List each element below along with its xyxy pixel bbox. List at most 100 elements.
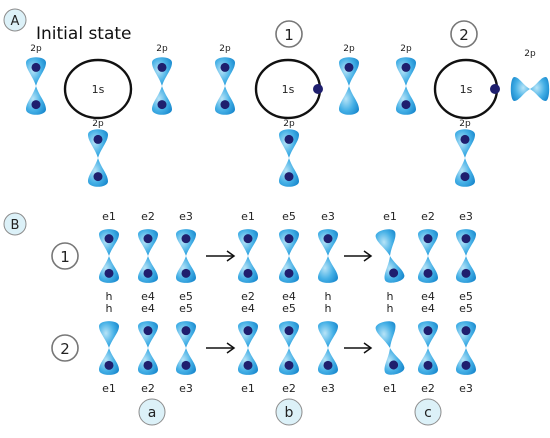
electron-dot (284, 234, 294, 244)
orbital-row1-colc-1 (375, 229, 405, 283)
orbital-lobe-right (530, 77, 550, 101)
orbital-row1-colb-1 (238, 229, 258, 283)
electron-label-top: e3 (321, 210, 335, 223)
arrows (206, 250, 373, 354)
orbital-row2-cola-3 (176, 321, 196, 375)
orbital-label: 2p (30, 44, 42, 54)
electron-label-top: h (106, 302, 113, 315)
panel-b-label: B (11, 218, 20, 233)
panel-a-orbitals (26, 57, 550, 187)
electron-label-bottom: e1 (383, 382, 397, 395)
orbital-row2-colc-3 (456, 321, 476, 375)
electron-dot (423, 360, 433, 370)
electron-label-top: e2 (141, 210, 155, 223)
orbital-row1-colc-1-tilted (375, 229, 405, 283)
orbital-lobe-top (318, 321, 338, 348)
electron-label-top: h (325, 302, 332, 315)
orbital-row2-colc-1-tilted (375, 321, 405, 375)
electron-label-bottom: h (387, 290, 394, 303)
electron-label-top: e5 (282, 302, 296, 315)
electron-label-top: e5 (459, 302, 473, 315)
row-badge-1: 1 (51, 242, 79, 270)
core-electron-step-2 (490, 84, 500, 94)
electron-dot (143, 234, 153, 244)
core-label-step-1: 1s (282, 83, 295, 96)
electron-dot (284, 268, 294, 278)
orbital-2p-step2-left (396, 57, 416, 115)
electron-dot (93, 172, 103, 182)
electron-label-bottom: h (325, 290, 332, 303)
electron-dot (323, 234, 333, 244)
row-label-2: 2 (60, 340, 70, 358)
electron-label-top: e4 (421, 302, 435, 315)
orbital-row1-colb-2 (279, 229, 299, 283)
orbital-row1-colc-3 (456, 229, 476, 283)
electron-label-bottom: e4 (141, 290, 155, 303)
electron-dot (389, 360, 399, 370)
step-label-2: 2 (459, 26, 469, 44)
electron-label-top: e5 (282, 210, 296, 223)
electron-dot (104, 234, 114, 244)
orbital-lobe-bottom (318, 256, 338, 283)
column-label-b: b (285, 405, 294, 421)
electron-label-bottom: e4 (282, 290, 296, 303)
arrow-row2-a-b (206, 342, 236, 354)
panel-b: B 1 2 a b c (3, 210, 476, 426)
electron-dot (220, 62, 230, 72)
electron-dot (460, 172, 470, 182)
electron-dot (93, 134, 103, 144)
electron-label-top: e3 (179, 210, 193, 223)
electron-label-top: e4 (141, 302, 155, 315)
electron-label-bottom: e2 (241, 290, 255, 303)
electron-dot (243, 326, 253, 336)
electron-dot (104, 268, 114, 278)
electron-dot (284, 360, 294, 370)
orbital-2p-initial-left (26, 57, 46, 115)
electron-dot (461, 326, 471, 336)
electron-dot (461, 268, 471, 278)
core-label-initial: 1s (92, 83, 105, 96)
electron-dot (323, 360, 333, 370)
electron-dot (143, 268, 153, 278)
column-label-a: a (148, 405, 157, 421)
panel-b-orbitals (99, 229, 476, 375)
orbital-lobe-bottom (339, 86, 359, 115)
electron-label-bottom: e3 (459, 382, 473, 395)
electron-dot (181, 268, 191, 278)
electron-label-top: e1 (383, 210, 397, 223)
column-badge-a: a (138, 398, 166, 426)
orbital-label: 2p (92, 119, 104, 129)
orbital-row1-colb-3 (318, 229, 338, 283)
orbital-row1-cola-3 (176, 229, 196, 283)
step-badge-2: 2 (450, 20, 478, 48)
electron-dot (181, 360, 191, 370)
orbital-label: 2p (524, 49, 536, 59)
orbital-row2-colb-3 (318, 321, 338, 375)
electron-label-top: e5 (179, 302, 193, 315)
electron-label-bottom: h (106, 290, 113, 303)
core-step-1: 1s (254, 58, 323, 120)
orbital-lobe-left (510, 77, 530, 101)
orbital-label: 2p (283, 119, 295, 129)
electron-label-bottom: e5 (179, 290, 193, 303)
orbital-2p-step2-right (510, 77, 550, 101)
step-label-1: 1 (284, 26, 294, 44)
orbital-row2-cola-2 (138, 321, 158, 375)
orbital-row2-cola-1 (99, 321, 119, 375)
electron-label-top: e2 (421, 210, 435, 223)
column-label-c: c (424, 405, 432, 421)
electron-dot (460, 134, 470, 144)
electron-label-bottom: e5 (459, 290, 473, 303)
electron-dot (284, 172, 294, 182)
orbital-lobe-top (375, 229, 396, 256)
electron-dot (423, 268, 433, 278)
electron-dot (461, 234, 471, 244)
orbital-row2-colb-2 (279, 321, 299, 375)
electron-label-top: e4 (241, 302, 255, 315)
column-badge-c: c (414, 398, 442, 426)
step-badge-1: 1 (275, 20, 303, 48)
electron-label-bottom: e2 (141, 382, 155, 395)
electron-label-top: e1 (241, 210, 255, 223)
electron-dot (243, 360, 253, 370)
electron-dot (401, 62, 411, 72)
